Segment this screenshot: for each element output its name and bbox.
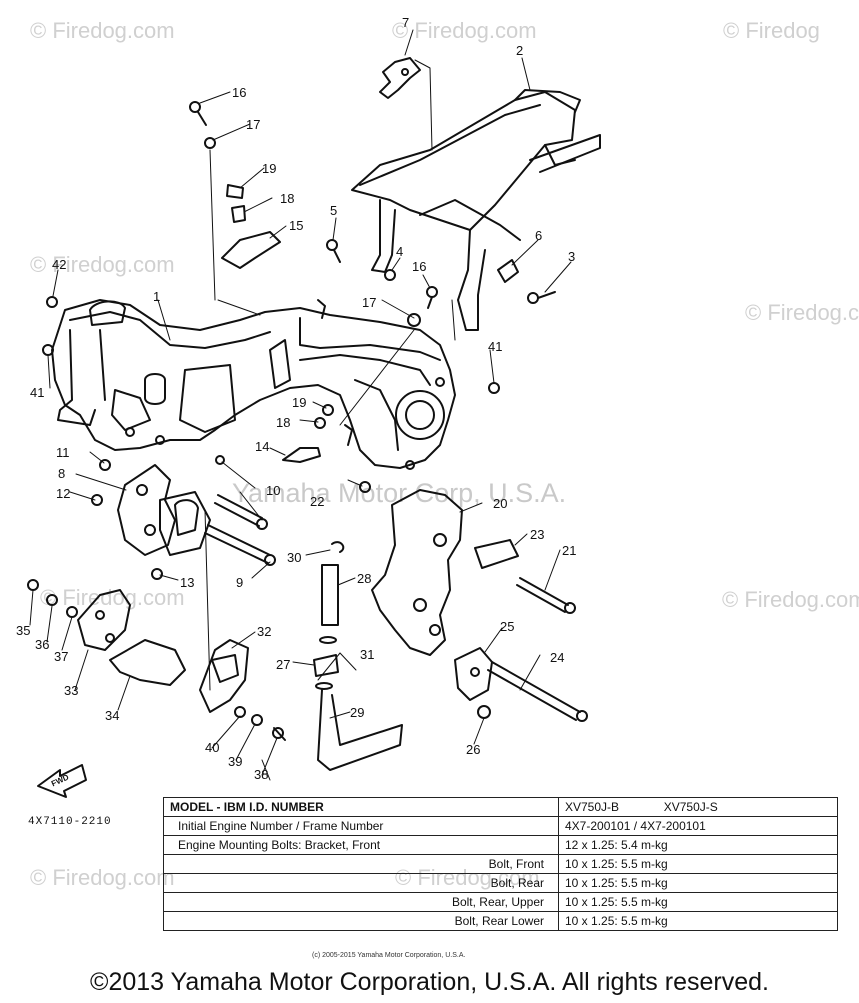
callout-27: 27 — [276, 657, 291, 672]
center-watermark: Yamaha Motor Corp, U.S.A. — [232, 478, 567, 508]
long-bolts — [204, 494, 588, 722]
callout-32: 32 — [257, 624, 272, 639]
main-frame — [51, 299, 456, 470]
table-row: Bolt, Rear 10 x 1.25: 5.5 m-kg — [163, 873, 838, 893]
callout-30: 30 — [287, 550, 302, 565]
serial-label-cell: Initial Engine Number / Frame Number — [163, 816, 559, 836]
serial-value-cell: 4X7-200101 / 4X7-200101 — [558, 816, 838, 836]
table-row: Initial Engine Number / Frame Number 4X7… — [163, 816, 838, 836]
callout-17b: 17 — [362, 295, 377, 310]
spec-label-cell: Bolt, Rear — [163, 873, 559, 893]
callout-5: 5 — [330, 203, 338, 218]
callout-14: 14 — [255, 439, 270, 454]
callout-21: 21 — [562, 543, 577, 558]
spec-label-cell: Engine Mounting Bolts: Bracket, Front — [163, 835, 559, 855]
callout-15: 15 — [289, 218, 304, 233]
callout-4: 4 — [396, 244, 404, 259]
callout-28: 28 — [357, 571, 372, 586]
table-row: MODEL - IBM I.D. NUMBER XV750J-B XV750J-… — [163, 797, 838, 817]
model-s: XV750J-S — [663, 800, 718, 814]
callout-16: 16 — [232, 85, 247, 100]
callout-38: 38 — [254, 767, 269, 782]
watermark: © Firedog.com — [722, 587, 859, 612]
spec-value-cell: 10 x 1.25: 5.5 m-kg — [558, 854, 838, 874]
fwd-arrow — [37, 764, 87, 798]
watermark: © Firedog.com — [30, 18, 175, 43]
watermark: © Firedog.com — [40, 585, 185, 610]
callout-1: 1 — [153, 289, 161, 304]
spec-value-cell: 10 x 1.25: 5.5 m-kg — [558, 892, 838, 912]
callout-11: 11 — [56, 445, 70, 460]
rear-brackets — [371, 489, 519, 701]
spec-value-cell: 12 x 1.25: 5.4 m-kg — [558, 835, 838, 855]
table-row: Bolt, Front 10 x 1.25: 5.5 m-kg — [163, 854, 838, 874]
spec-value-cell: 10 x 1.25: 5.5 m-kg — [558, 911, 838, 931]
callout-24: 24 — [550, 650, 565, 665]
watermark: © Firedog.com — [30, 865, 175, 890]
callout-19: 19 — [262, 161, 277, 176]
callout-7: 7 — [402, 15, 410, 30]
callout-8: 8 — [58, 466, 66, 481]
callout-18b: 18 — [276, 415, 291, 430]
spec-table: MODEL - IBM I.D. NUMBER XV750J-B XV750J-… — [163, 797, 838, 931]
callout-22: 22 — [310, 494, 325, 509]
callout-19b: 19 — [292, 395, 307, 410]
callout-40: 40 — [205, 740, 220, 755]
model-b: XV750J-B — [565, 800, 620, 814]
callout-18: 18 — [280, 191, 295, 206]
callout-10: 10 — [266, 483, 281, 498]
callout-41: 41 — [30, 385, 45, 400]
small-copyright: (c) 2005-2015 Yamaha Motor Corporation, … — [312, 952, 466, 959]
spec-label-cell: Bolt, Rear, Upper — [163, 892, 559, 912]
callout-17: 17 — [246, 117, 261, 132]
rear-frame — [351, 57, 601, 331]
table-row: Engine Mounting Bolts: Bracket, Front 12… — [163, 835, 838, 855]
watermark: © Firedog.com — [745, 300, 859, 325]
table-row: Bolt, Rear, Upper 10 x 1.25: 5.5 m-kg — [163, 892, 838, 912]
callout-23: 23 — [530, 527, 545, 542]
front-brackets — [77, 464, 249, 713]
copyright-notice: ©2013 Yamaha Motor Corporation, U.S.A. A… — [90, 968, 769, 996]
callout-9: 9 — [236, 575, 244, 590]
callout-37: 37 — [54, 649, 69, 664]
fasteners — [27, 101, 556, 771]
callout-42: 42 — [52, 257, 67, 272]
callout-16b: 16 — [412, 259, 427, 274]
callout-12: 12 — [56, 486, 71, 501]
watermark: © Firedog — [723, 18, 820, 43]
leader-lines — [29, 29, 572, 781]
callout-39: 39 — [228, 754, 243, 769]
model-header-cell: MODEL - IBM I.D. NUMBER — [163, 797, 559, 817]
callout-3: 3 — [568, 249, 576, 264]
callout-29: 29 — [350, 705, 365, 720]
callout-25: 25 — [500, 619, 515, 634]
callout-26: 26 — [466, 742, 481, 757]
spec-label-cell: Bolt, Front — [163, 854, 559, 874]
callout-35: 35 — [16, 623, 31, 638]
callout-34: 34 — [105, 708, 120, 723]
spec-label-cell: Bolt, Rear Lower — [163, 911, 559, 931]
callout-41b: 41 — [488, 339, 503, 354]
table-row: Bolt, Rear Lower 10 x 1.25: 5.5 m-kg — [163, 911, 838, 931]
callout-20: 20 — [493, 496, 508, 511]
callout-33: 33 — [64, 683, 79, 698]
callout-6: 6 — [535, 228, 543, 243]
callout-2: 2 — [516, 43, 524, 58]
callout-31: 31 — [360, 647, 375, 662]
model-values-cell: XV750J-B XV750J-S — [558, 797, 838, 817]
watermark: © Firedog.com — [392, 18, 537, 43]
part-code: 4X7110-2210 — [28, 816, 112, 828]
callout-36: 36 — [35, 637, 50, 652]
spec-value-cell: 10 x 1.25: 5.5 m-kg — [558, 873, 838, 893]
watermark: © Firedog.com — [30, 252, 175, 277]
callout-13: 13 — [180, 575, 195, 590]
